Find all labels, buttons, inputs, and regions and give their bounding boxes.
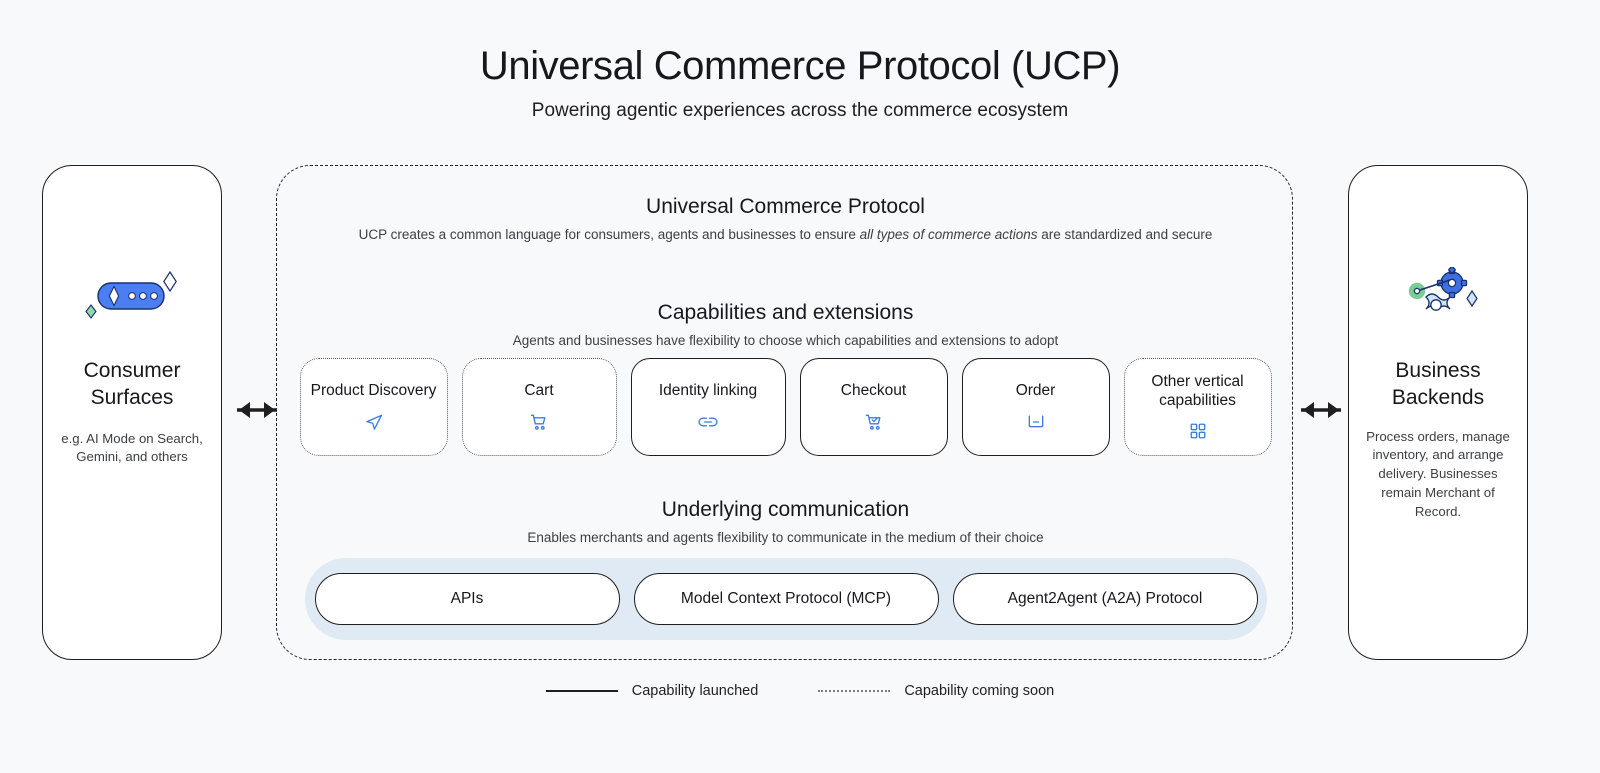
business-backends-description: Process orders, manage inventory, and ar… [1366,428,1510,519]
protocol-subtitle: UCP creates a common language for consum… [277,225,1294,244]
capabilities-section: Capabilities and extensions Agents and b… [277,301,1294,350]
shopping-cart-icon [529,412,549,432]
gears-cog-icon [1392,266,1484,328]
legend-label: Capability launched [631,683,759,699]
ucp-container: Universal Commerce Protocol UCP creates … [276,165,1293,660]
package-basket-icon [1026,412,1046,432]
protocol-title: Universal Commerce Protocol [646,195,925,218]
capability-label: Other vertical capabilities [1151,372,1244,409]
capability-card-product-discovery[interactable]: Product Discovery [299,358,448,456]
send-arrow-icon [364,412,384,432]
page-subtitle: Powering agentic experiences across the … [531,100,1069,121]
dotted-line-swatch [818,690,891,692]
capability-label: Product Discovery [310,382,437,400]
protocol-pill-mcp[interactable]: Model Context Protocol (MCP) [633,573,939,625]
legend-label: Capability coming soon [904,683,1055,699]
capability-card-cart[interactable]: Cart [461,358,617,456]
communication-title: Underlying communication [661,498,910,521]
grid-squares-icon [1189,421,1207,441]
capability-card-identity-linking[interactable]: Identity linking [630,358,786,456]
protocol-pill-apis[interactable]: APIs [314,573,620,625]
cart-check-icon [864,412,884,432]
link-chain-icon [697,412,719,432]
left-bidirectional-arrow-icon [228,393,286,427]
communication-section: Underlying communication Enables merchan… [277,498,1294,547]
protocol-subtitle-part2: are standardized and secure [1037,227,1213,242]
capability-label: Cart [524,382,554,400]
consumer-surfaces-panel: Consumer Surfaces e.g. AI Mode on Search… [42,165,222,660]
capabilities-title: Capabilities and extensions [657,301,914,324]
capability-label: Checkout [840,382,907,400]
protocol-pill-a2a[interactable]: Agent2Agent (A2A) Protocol [952,573,1258,625]
right-bidirectional-arrow-icon [1292,393,1350,427]
protocol-subtitle-emphasis: all types of commerce actions [859,227,1038,242]
capability-card-order[interactable]: Order [961,358,1110,456]
legend-item-launched: Capability launched [545,683,759,699]
business-backends-panel: Business Backends Process orders, manage… [1348,165,1528,660]
legend: Capability launched Capability coming so… [0,683,1600,699]
capability-label: Order [1015,382,1056,400]
consumer-surfaces-description: e.g. AI Mode on Search, Gemini, and othe… [61,430,203,465]
page-title: Universal Commerce Protocol (UCP) [479,44,1121,88]
solid-line-swatch [545,690,618,692]
communication-subtitle: Enables merchants and agents flexibility… [527,530,1044,545]
protocol-section: Universal Commerce Protocol UCP creates … [277,195,1294,244]
consumer-surfaces-title: Consumer Surfaces [83,359,181,409]
capabilities-subtitle: Agents and businesses have flexibility t… [512,333,1059,348]
capability-card-list: Product Discovery Cart [277,358,1294,456]
ai-sparkle-pill-icon [82,266,182,328]
protocol-subtitle-part1: UCP creates a common language for consum… [358,227,860,242]
legend-item-coming-soon: Capability coming soon [818,683,1054,699]
capability-label: Identity linking [658,382,758,400]
business-backends-title: Business Backends [1391,359,1485,409]
capability-card-other-vertical[interactable]: Other vertical capabilities [1123,358,1272,456]
communication-pill-group: APIs Model Context Protocol (MCP) Agent2… [305,558,1267,640]
capability-card-checkout[interactable]: Checkout [799,358,948,456]
